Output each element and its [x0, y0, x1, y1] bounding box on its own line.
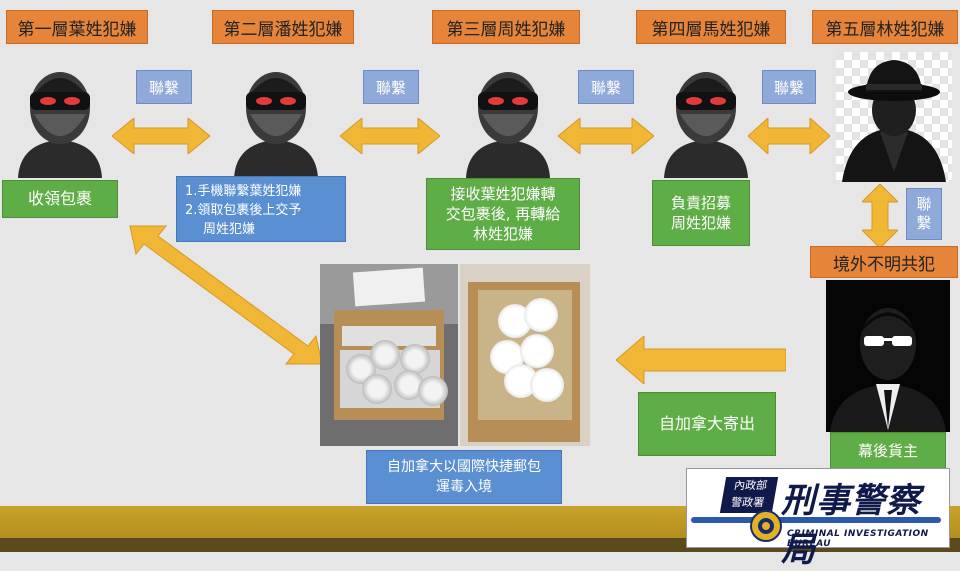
link-label-5-overseas: 聯 繫 [906, 188, 942, 240]
overseas-accomplice-title: 境外不明共犯 [810, 246, 958, 278]
role-layer-3-line-3: 林姓犯嫌 [472, 225, 533, 244]
link-arrow-5-overseas [862, 184, 898, 248]
role-layer-2: 1.手機聯繫葉姓犯嫌 2.領取包裹後上交予 周姓犯嫌 [176, 176, 346, 242]
role-layer-3: 接收葉姓犯嫌轉 交包裹後, 再轉給 林姓犯嫌 [426, 178, 580, 250]
fedora-spy-icon [836, 52, 952, 182]
cib-agency-block: 內政部 警政署 [719, 477, 779, 513]
link-label-4-5: 聯繫 [762, 70, 816, 104]
smuggling-note-line-2: 運毒入境 [436, 479, 492, 496]
shadow-boss-label: 幕後貨主 [830, 432, 946, 470]
role-layer-3-line-2: 交包裹後, 再轉給 [445, 204, 561, 223]
role-layer-4-line-2: 周姓犯嫌 [670, 214, 731, 232]
masked-suspect-4-icon [664, 72, 748, 178]
role-layer-1: 收領包裹 [2, 180, 118, 218]
link-label-char-2: 繫 [916, 214, 932, 232]
role-layer-2-line-2: 2.領取包裹後上交予 [185, 202, 302, 218]
link-label-3-4: 聯繫 [578, 70, 634, 104]
package-photo-box [460, 264, 590, 446]
link-label-2-3: 聯繫 [363, 70, 419, 104]
cib-english: CRIMINAL INVESTIGATION BUREAU [787, 529, 929, 549]
layer-3-title: 第三層周姓犯嫌 [432, 10, 580, 44]
layer-2-title: 第二層潘姓犯嫌 [212, 10, 354, 44]
link-arrow-3-4 [558, 118, 654, 154]
link-label-char-1: 聯 [916, 194, 932, 213]
cib-agency-top: 內政部 [733, 479, 769, 492]
diagonal-arrow-icon [129, 225, 323, 365]
masked-suspect-1-icon [18, 72, 102, 178]
cib-logo: 內政部 警政署 刑事警察局 CRIMINAL INVESTIGATION BUR… [686, 468, 950, 570]
link-arrow-4-5 [748, 118, 830, 154]
layer-4-title: 第四層馬姓犯嫌 [636, 10, 786, 44]
police-badge-icon [750, 510, 782, 542]
shipped-from-canada-label: 自加拿大寄出 [638, 392, 776, 456]
shipping-arrow-icon [616, 336, 786, 384]
link-label-1-2: 聯繫 [136, 70, 192, 104]
masked-suspect-2-icon [234, 72, 318, 178]
role-layer-3-line-1: 接收葉姓犯嫌轉 [450, 184, 556, 203]
shadow-boss-icon [826, 280, 950, 432]
layer-5-title: 第五層林姓犯嫌 [812, 10, 958, 44]
masked-suspect-3-icon [466, 72, 550, 178]
role-layer-2-line-3: 周姓犯嫌 [203, 221, 256, 237]
role-layer-4-line-1: 負責招募 [670, 193, 731, 212]
cib-swoosh [691, 517, 941, 523]
package-photo-candles [320, 264, 458, 446]
link-arrow-1-2 [112, 118, 210, 154]
link-arrow-2-3 [340, 118, 440, 154]
role-layer-4: 負責招募 周姓犯嫌 [652, 180, 750, 246]
role-layer-2-line-1: 1.手機聯繫葉姓犯嫌 [185, 184, 302, 199]
layer-1-title: 第一層葉姓犯嫌 [6, 10, 148, 44]
smuggling-note: 自加拿大以國際快捷郵包 運毒入境 [366, 450, 562, 504]
smuggling-note-line-1: 自加拿大以國際快捷郵包 [387, 459, 541, 475]
